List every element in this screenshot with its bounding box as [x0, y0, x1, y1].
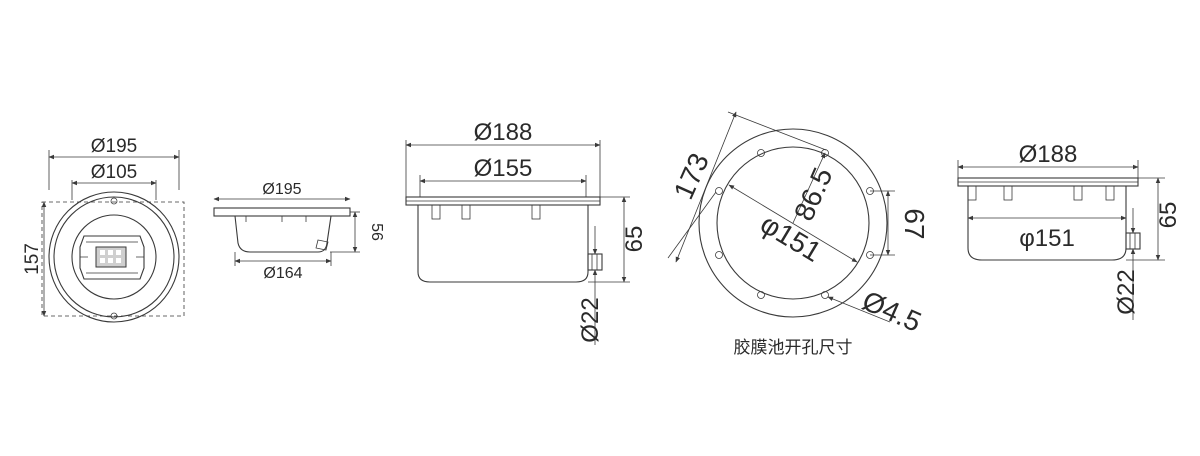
side-view-large: Ø188 Ø155 65 Ø22 [405, 119, 648, 345]
cutout-offset-label: 67 [899, 208, 930, 239]
front-outer-ring [48, 191, 180, 323]
cutout-hole-label: Ø4.5 [858, 285, 926, 338]
cutout-caption: 胶膜池开孔尺寸 [734, 338, 853, 358]
side-small-height-label: 56 [368, 223, 385, 241]
side-right-gland-label: Ø22 [1113, 269, 1140, 314]
side-small-top-diameter-label: Ø195 [262, 181, 301, 198]
side-right-height-label: 65 [1155, 202, 1182, 229]
side-large-gland-label: Ø22 [577, 297, 604, 342]
front-outer-diameter-label: Ø195 [91, 136, 137, 157]
cutout-span-label: 173 [668, 148, 715, 203]
side-large-height-label: 65 [621, 226, 648, 253]
side-right-flange-diameter-label: Ø188 [1019, 141, 1078, 168]
side-small-body [234, 215, 332, 253]
front-lens [71, 214, 157, 300]
side-view-small: Ø195 Ø164 56 [213, 181, 385, 282]
front-inner-diameter-label: Ø105 [91, 162, 137, 183]
front-view: Ø195 Ø105 157 [22, 136, 185, 323]
front-screw-bottom [110, 312, 118, 320]
side-large-body [417, 205, 589, 283]
side-view-right: Ø188 φ151 65 Ø22 [957, 141, 1182, 320]
side-small-flange [213, 207, 351, 217]
front-height-label: 157 [22, 243, 43, 275]
front-lamp-housing [79, 235, 145, 280]
cutout-view: φ151 86.5 173 67 Ø4.5 胶膜池开孔尺寸 [668, 111, 930, 358]
side-large-gland [587, 253, 603, 271]
side-large-flange-diameter-label: Ø188 [474, 119, 533, 146]
side-small-bottom-diameter-label: Ø164 [263, 265, 302, 282]
side-large-body-diameter-label: Ø155 [474, 155, 533, 182]
side-right-body [967, 186, 1127, 261]
cutout-radius-label: 86.5 [788, 163, 838, 225]
front-screw-top [110, 197, 118, 205]
front-inner-ring [53, 196, 175, 318]
side-right-body-diameter-label: φ151 [1019, 225, 1075, 252]
side-small-gland [315, 239, 329, 251]
side-right-gland [1125, 232, 1141, 250]
